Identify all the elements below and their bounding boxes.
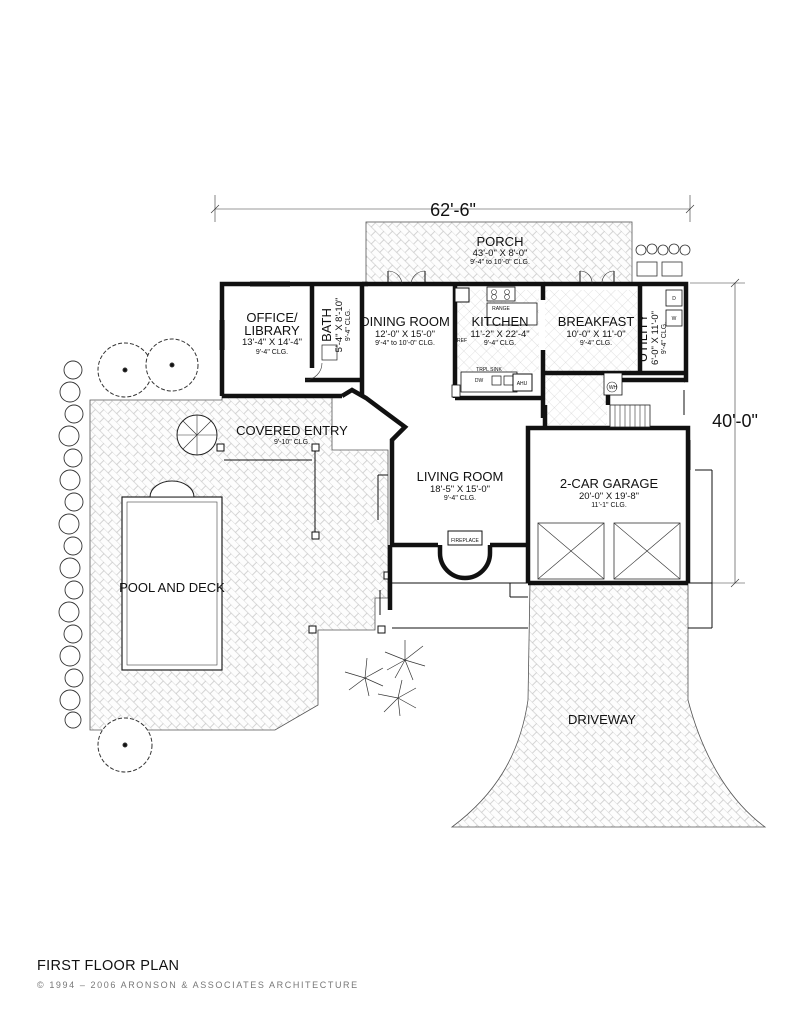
utility-size: 6'-0" X 11'-0" [650, 311, 661, 365]
utility-stair [609, 404, 651, 428]
covered-entry-name: COVERED ENTRY [236, 423, 348, 438]
wh-label: WH [609, 385, 618, 391]
pool-spa [149, 480, 195, 498]
bath-clg: 9'-4" CLG. [345, 309, 352, 341]
breakfast-size: 10'-0" X 11'-0" [566, 329, 625, 340]
covered-entry-clg: 9'-10" CLG. [274, 439, 310, 446]
kitchen-name: KITCHEN [471, 314, 528, 329]
dining-clg: 9'-4" to 10'-0" CLG. [375, 340, 435, 347]
washer-label: W [672, 316, 677, 322]
garage-doors [537, 522, 681, 580]
spiral-stair [176, 414, 218, 456]
driveway-name: DRIVEWAY [568, 712, 636, 727]
office-size: 13'-4" X 14'-4" [242, 337, 302, 348]
breakfast-clg: 9'-4" CLG. [580, 340, 612, 347]
office-clg: 9'-4" CLG. [256, 349, 288, 356]
windows-and-doors [219, 270, 691, 615]
utility-clg: 9'-4" CLG. [661, 322, 668, 354]
living-clg: 9'-4" CLG. [444, 495, 476, 502]
triple-sink-label: TRPL SINK [476, 367, 502, 373]
site-lines [390, 469, 713, 629]
kitchen-size: 11'-2" X 22'-4" [470, 329, 529, 340]
kitchen-clg: 9'-4" CLG. [484, 340, 516, 347]
porch-size: 43'-0" X 8'-0" [473, 248, 528, 259]
overall-width-label: 62'-6" [430, 200, 476, 220]
porch-name: PORCH [477, 234, 524, 249]
overall-depth-label: 40'-0" [712, 411, 758, 431]
pool-basin [121, 496, 223, 671]
garage-size: 20'-0" X 19'-8" [579, 491, 639, 502]
driveway-paving [450, 582, 767, 828]
office-name-line1: OFFICE/ [246, 310, 298, 325]
garage-name: 2-CAR GARAGE [560, 476, 659, 491]
shrub-hedge [58, 360, 84, 729]
bath-size: 5'-4" X 8'-10" [334, 298, 345, 353]
breakfast-tile-floor [545, 290, 637, 372]
hall-tile-floor [545, 375, 607, 425]
fireplace-label: FIREPLACE [451, 538, 479, 544]
porch-clg: 9'-4" to 10'-0" CLG. [470, 259, 530, 266]
porch-planters [635, 243, 691, 277]
palm-plants [344, 640, 426, 717]
fireplace-bay [437, 530, 493, 581]
width-dimension-line [210, 195, 695, 222]
utility-name: UTILITY [635, 313, 650, 362]
garage-clg: 11'-1" CLG. [591, 502, 627, 509]
breakfast-name: BREAKFAST [558, 314, 635, 329]
living-size: 18'-5" X 15'-0" [430, 484, 490, 495]
living-name: LIVING ROOM [417, 469, 504, 484]
plan-title: FIRST FLOOR PLAN [37, 958, 180, 974]
depth-dimension-line [690, 278, 745, 588]
bath-name: BATH [319, 308, 334, 342]
office-name-line2: LIBRARY [244, 323, 300, 338]
dining-name: DINING ROOM [360, 314, 450, 329]
pool-name: POOL AND DECK [119, 580, 225, 595]
range-label: RANGE [492, 306, 510, 312]
ahu-label: AHU [517, 381, 528, 387]
dining-size: 12'-0" X 15'-0" [375, 329, 435, 340]
copyright-notice: © 1994 – 2006 ARONSON & ASSOCIATES ARCHI… [37, 980, 359, 990]
dryer-label: D [672, 296, 676, 302]
kitchen-fixtures [321, 286, 683, 398]
dw-label: DW [475, 378, 484, 384]
tree-canopies [97, 338, 199, 773]
ref-label: REF [457, 338, 467, 344]
